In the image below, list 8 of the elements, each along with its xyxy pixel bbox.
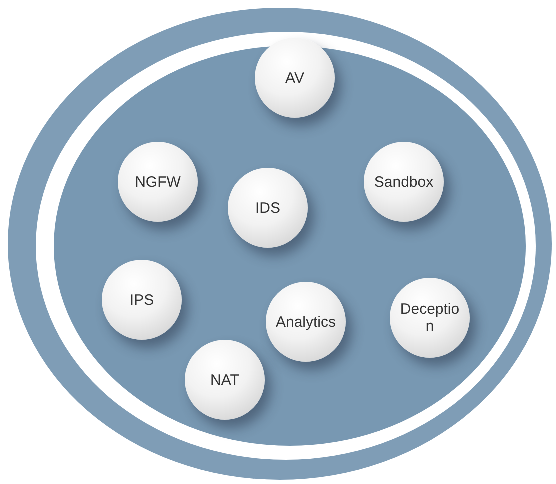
node-label: AV	[284, 70, 306, 86]
node-label: NAT	[210, 372, 240, 388]
node-label: Deception	[399, 301, 461, 335]
node-label: IDS	[254, 200, 282, 216]
node-label: Sandbox	[373, 174, 435, 190]
node-label: NGFW	[134, 174, 182, 190]
node-label: Analytics	[274, 314, 338, 330]
node-label: IPS	[128, 292, 156, 308]
